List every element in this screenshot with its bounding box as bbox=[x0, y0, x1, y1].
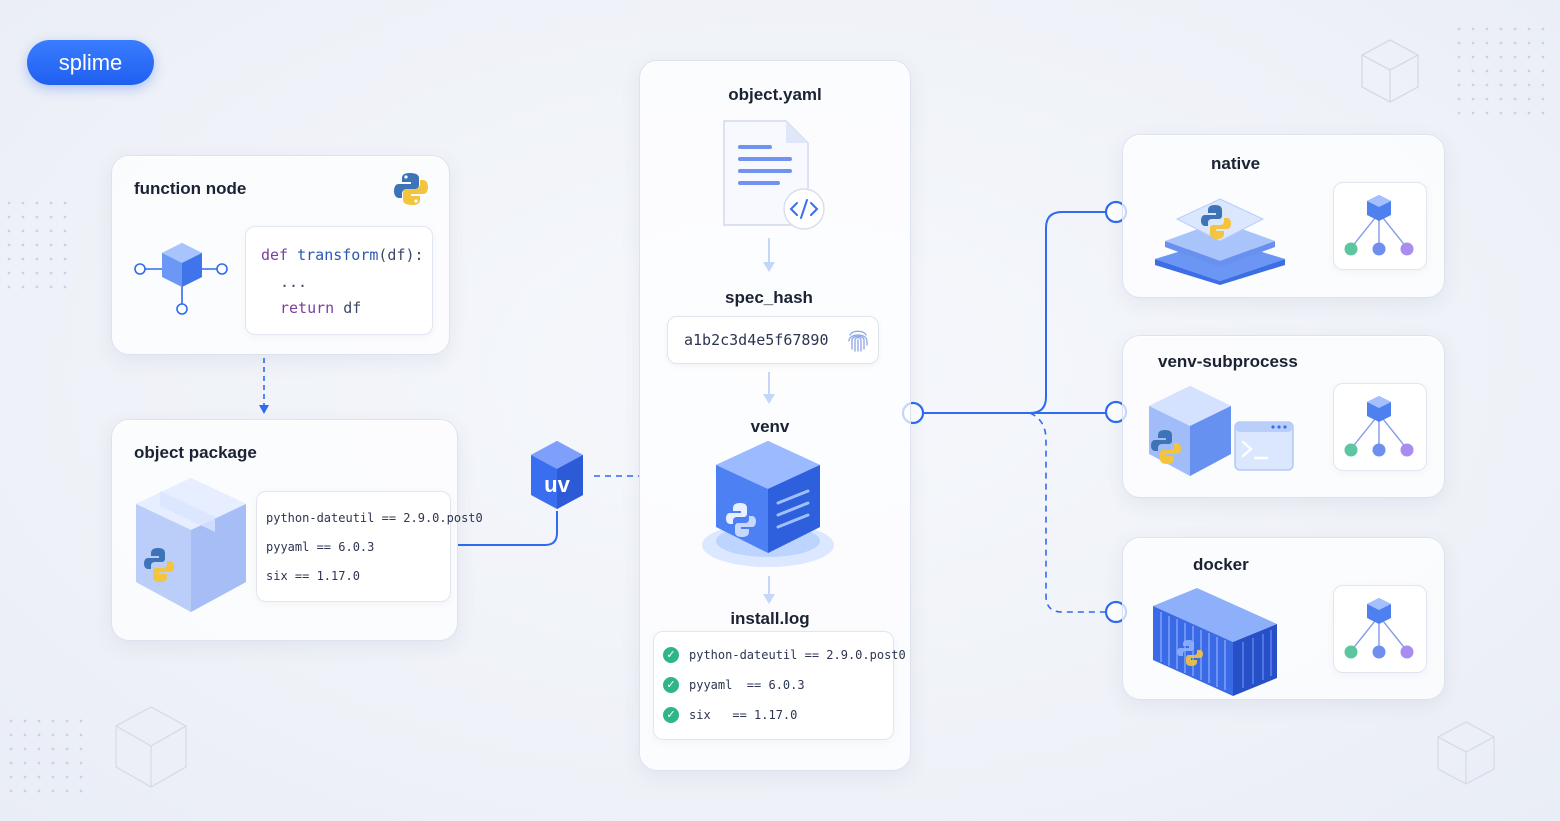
venv-subprocess-cube-icon bbox=[1149, 386, 1231, 476]
function-node-card[interactable]: function node def transform(df): ... ret… bbox=[111, 155, 450, 355]
venv-subprocess-title: venv-subprocess bbox=[1158, 352, 1298, 371]
venv-title: venv bbox=[750, 417, 790, 436]
code-line-2: ... bbox=[280, 273, 308, 291]
wireframe-cube-icon bbox=[115, 706, 187, 788]
wireframe-cube-icon bbox=[1437, 721, 1495, 785]
dot-grid-decoration bbox=[4, 714, 84, 794]
native-target-card[interactable]: native bbox=[1122, 134, 1445, 298]
center-spec-card[interactable]: object.yaml spec_hash venv install.log ✓… bbox=[639, 60, 911, 771]
wireframe-cube-icon bbox=[1361, 39, 1419, 103]
dag-graph-icon bbox=[1344, 195, 1414, 256]
dot-grid-decoration bbox=[2, 196, 68, 296]
package-line: python-dateutil == 2.9.0.post0 bbox=[266, 511, 483, 525]
package-box-icon bbox=[136, 478, 246, 612]
dot-grid-decoration bbox=[1452, 22, 1552, 122]
code-args: (df): bbox=[378, 246, 424, 264]
object-package-card[interactable]: object package python-dateutil == 2.9.0.… bbox=[111, 419, 483, 641]
docker-title: docker bbox=[1193, 555, 1249, 574]
package-line: pyyaml == 6.0.3 bbox=[266, 540, 375, 554]
code-line-3: return df bbox=[280, 299, 361, 317]
native-platform-icon bbox=[1155, 198, 1285, 285]
fingerprint-icon bbox=[848, 330, 868, 352]
venv-cube-icon bbox=[702, 441, 834, 567]
brand-label: splime bbox=[58, 49, 123, 75]
spec-hash-value: a1b2c3d4e5f67890 bbox=[684, 331, 829, 349]
venv-subprocess-target-card[interactable]: venv-subprocess bbox=[1122, 335, 1445, 498]
log-line: python-dateutil == 2.9.0.post0 bbox=[689, 648, 906, 662]
docker-target-card[interactable]: docker bbox=[1122, 537, 1445, 700]
python-logo-icon bbox=[394, 173, 428, 205]
uv-badge[interactable]: uv bbox=[529, 439, 585, 511]
uv-hexagon-icon bbox=[531, 441, 583, 509]
package-line: six == 1.17.0 bbox=[266, 569, 360, 583]
success-check-icon: ✓ bbox=[663, 647, 679, 663]
code-kw-def: def bbox=[261, 246, 289, 264]
dag-graph-icon bbox=[1344, 396, 1414, 457]
terminal-window-icon bbox=[1234, 421, 1294, 471]
brand-badge[interactable]: splime bbox=[27, 40, 154, 85]
yaml-file-icon bbox=[723, 120, 825, 230]
function-node-graph-icon bbox=[134, 243, 228, 315]
code-snippet-panel: def transform(df): ... return df bbox=[245, 226, 433, 335]
object-package-title: object package bbox=[134, 443, 257, 462]
code-function-name: transform bbox=[297, 246, 379, 264]
log-line: pyyaml == 6.0.3 bbox=[689, 678, 805, 692]
spec-hash-title: spec_hash bbox=[725, 288, 813, 307]
log-line: six == 1.17.0 bbox=[689, 708, 798, 722]
function-node-title: function node bbox=[134, 179, 247, 198]
object-yaml-title: object.yaml bbox=[728, 85, 822, 104]
install-log-title: install.log bbox=[730, 609, 810, 628]
uv-label: uv bbox=[544, 472, 570, 497]
code-return-value: df bbox=[343, 299, 362, 317]
code-kw-return: return bbox=[280, 299, 335, 317]
dag-graph-icon bbox=[1344, 598, 1414, 659]
code-line-1: def transform(df): bbox=[261, 246, 424, 264]
package-list-panel: python-dateutil == 2.9.0.post0 pyyaml ==… bbox=[256, 491, 483, 602]
native-title: native bbox=[1211, 154, 1261, 173]
success-check-icon: ✓ bbox=[663, 707, 679, 723]
spec-hash-box[interactable]: a1b2c3d4e5f67890 bbox=[667, 316, 879, 364]
docker-container-icon bbox=[1153, 588, 1277, 696]
install-log-panel: ✓ python-dateutil == 2.9.0.post0 ✓ pyyam… bbox=[653, 631, 906, 740]
success-check-icon: ✓ bbox=[663, 677, 679, 693]
